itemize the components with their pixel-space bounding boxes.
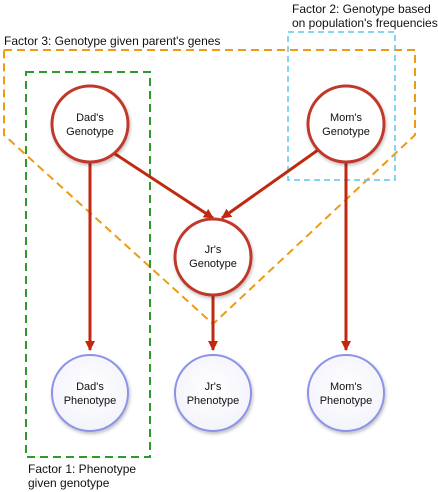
node-label: Phenotype xyxy=(187,395,240,407)
factor1-label-line1: Factor 1: Phenotype xyxy=(28,462,136,476)
node-dad-phenotype: Dad's Phenotype xyxy=(51,354,129,432)
node-label: Jr's xyxy=(205,381,222,393)
factor2-label-line2: on population's frequencies xyxy=(292,16,438,30)
factor1-region xyxy=(25,71,151,458)
node-label: Jr's xyxy=(205,244,222,256)
node-label: Dad's xyxy=(76,112,104,124)
node-label: Genotype xyxy=(189,258,237,270)
node-label: Mom's xyxy=(330,381,363,393)
edge-mom-genotype-to-jr-genotype xyxy=(221,148,319,220)
factor3-region xyxy=(3,49,416,326)
node-label: Phenotype xyxy=(320,395,373,407)
node-mom-genotype: Mom's Genotype xyxy=(306,84,386,164)
factor1-label-line2: given genotype xyxy=(28,476,110,490)
node-mom-phenotype: Mom's Phenotype xyxy=(307,354,385,432)
node-dad-genotype: Dad's Genotype xyxy=(50,84,130,164)
node-jr-genotype: Jr's Genotype xyxy=(173,217,253,297)
factor3-label-background xyxy=(2,33,228,48)
factor2-label-background xyxy=(288,1,436,29)
node-label: Dad's xyxy=(76,381,104,393)
node-label: Mom's xyxy=(330,112,363,124)
factor2-region xyxy=(287,31,396,181)
node-label: Phenotype xyxy=(64,395,117,407)
node-label: Genotype xyxy=(66,126,114,138)
factor3-label: Factor 3: Genotype given parent's genes xyxy=(4,34,220,48)
node-label: Genotype xyxy=(322,126,370,138)
edge-dad-genotype-to-jr-genotype xyxy=(105,146,214,220)
node-jr-phenotype: Jr's Phenotype xyxy=(174,354,252,432)
factor2-label-line1: Factor 2: Genotype based xyxy=(292,2,431,16)
